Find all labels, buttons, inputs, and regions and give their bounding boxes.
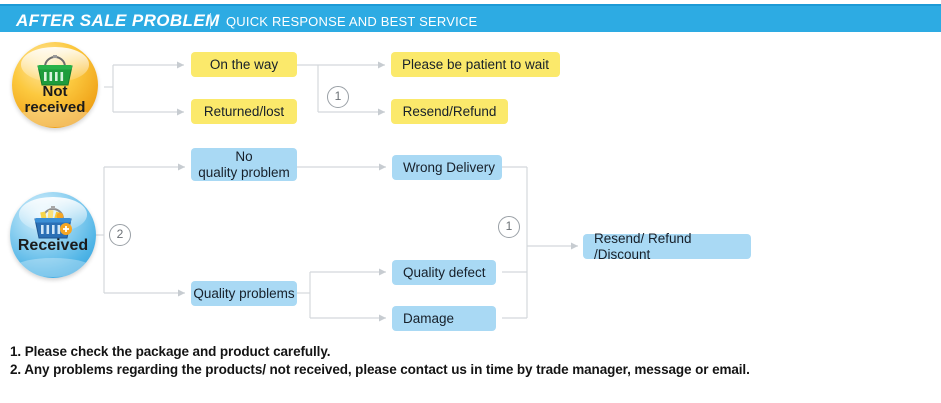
- flow-box-label: Damage: [403, 310, 455, 326]
- marker-top-1: 1: [327, 86, 349, 108]
- flow-box-resend-refund[interactable]: Resend/Refund: [391, 99, 508, 124]
- flow-box-label: Quality problems: [193, 285, 295, 301]
- marker-label: 1: [505, 219, 513, 233]
- marker-label: 2: [116, 227, 124, 241]
- flow-box-label: Returned/lost: [203, 103, 285, 119]
- flow-box-quality-problems[interactable]: Quality problems: [191, 281, 297, 306]
- flow-box-no-quality-problem[interactable]: No quality problem: [191, 148, 297, 181]
- flow-box-label: No quality problem: [198, 148, 290, 180]
- flow-box-please-be-patient-to-wait[interactable]: Please be patient to wait: [391, 52, 560, 77]
- badge-shadow: [17, 108, 93, 128]
- flow-box-on-the-way[interactable]: On the way: [191, 52, 297, 77]
- flow-box-wrong-delivery[interactable]: Wrong Delivery: [392, 155, 502, 180]
- badge-label: Not received: [24, 83, 86, 116]
- flow-box-damage[interactable]: Damage: [392, 306, 496, 331]
- header-divider: [210, 13, 211, 29]
- flow-box-returned-lost[interactable]: Returned/lost: [191, 99, 297, 124]
- badge-received: Received: [10, 192, 96, 278]
- note-check-package: 1. Please check the package and product …: [10, 344, 331, 359]
- page-title: AFTER SALE PROBLEM: [16, 11, 220, 30]
- badge-shadow: [15, 258, 91, 278]
- flow-box-label: Quality defect: [403, 264, 486, 280]
- badge-not-received: Not received: [12, 42, 98, 128]
- header-bar: AFTER SALE PROBLEM QUICK RESPONSE AND BE…: [0, 4, 941, 32]
- header-subtitle: QUICK RESPONSE AND BEST SERVICE: [226, 14, 478, 29]
- marker-label: 1: [334, 89, 342, 103]
- marker-merge-1: 1: [498, 216, 520, 238]
- flow-box-label: On the way: [209, 56, 279, 72]
- badge-label: Received: [17, 237, 89, 254]
- flow-box-label: Resend/ Refund /Discount: [594, 230, 692, 262]
- flow-box-label: Resend/Refund: [402, 103, 497, 119]
- flow-box-label: Wrong Delivery: [403, 159, 496, 175]
- flow-box-quality-defect[interactable]: Quality defect: [392, 260, 496, 285]
- marker-branch-2: 2: [109, 224, 131, 246]
- flow-box-resend-refund-discount[interactable]: Resend/ Refund /Discount: [583, 230, 751, 262]
- shopping-basket-full-icon: [34, 206, 72, 239]
- flow-box-label: Please be patient to wait: [401, 56, 550, 72]
- shopping-basket-icon: [37, 55, 73, 86]
- note-contact-us: 2. Any problems regarding the products/ …: [10, 362, 750, 377]
